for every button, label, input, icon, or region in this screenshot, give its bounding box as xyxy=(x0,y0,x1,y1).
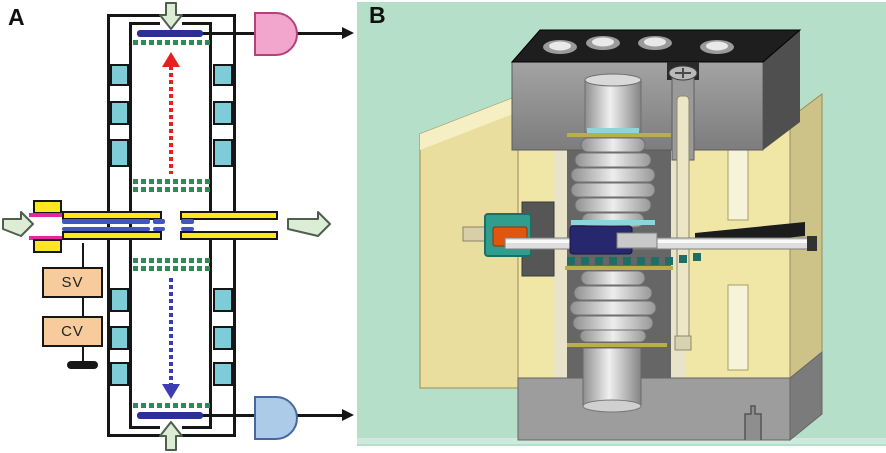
drift-ring xyxy=(110,326,129,350)
drift-ring xyxy=(213,362,233,386)
panel-b-label: B xyxy=(369,2,386,28)
drift-ring xyxy=(213,101,233,125)
outlet-channel-bore xyxy=(180,220,278,231)
sample-in-arrow-icon xyxy=(2,211,34,237)
detector-plate-top xyxy=(137,30,203,37)
right-slot-lower xyxy=(727,284,749,371)
drift-ring xyxy=(213,326,233,350)
outlet-tube-top xyxy=(180,211,278,220)
signal-arrowhead-bottom xyxy=(342,409,354,421)
inlet-block-bottom xyxy=(33,239,62,253)
ground-icon xyxy=(67,361,98,369)
capillary-lower xyxy=(62,227,150,231)
outlet-tube-bottom xyxy=(180,231,278,240)
ion-gate-upper xyxy=(133,179,210,184)
guide-rod xyxy=(674,95,692,351)
panel-a-label: A xyxy=(8,4,25,30)
inlet-block-top xyxy=(33,200,62,214)
cv-label: CV xyxy=(61,323,84,340)
top-mounting-block xyxy=(510,29,802,161)
cutaway-render xyxy=(357,2,886,446)
inlet-seal-bottom xyxy=(29,236,62,240)
voltage-wire xyxy=(82,243,84,364)
drift-gas-in-bottom-arrow-icon xyxy=(159,421,183,451)
panel-b: B xyxy=(355,0,886,453)
detector-plate-bottom xyxy=(137,412,203,419)
drift-ring xyxy=(213,139,233,167)
positive-ion-drift-arrow xyxy=(169,66,173,174)
capillary-tip xyxy=(153,227,165,231)
drift-ring xyxy=(110,139,129,167)
ion-gate-lower xyxy=(133,258,210,263)
ion-gate-upper xyxy=(133,187,210,192)
drift-gas-in-top-arrow-icon xyxy=(159,2,183,30)
drift-ring xyxy=(110,288,129,312)
drift-ring xyxy=(110,362,129,386)
negative-ion-drift-arrow xyxy=(169,278,173,384)
compensation-voltage-box: CV xyxy=(42,316,103,347)
sv-label: SV xyxy=(61,274,84,291)
lower-detector-cylinder xyxy=(582,347,642,413)
base-notch xyxy=(744,405,762,440)
drift-ring xyxy=(110,64,129,86)
negative-ion-arrowhead xyxy=(162,384,180,399)
positive-ion-arrowhead xyxy=(162,52,180,67)
sample-out-arrow-icon xyxy=(287,211,331,237)
panel-a: A xyxy=(0,0,356,453)
upper-detector-cylinder xyxy=(584,73,642,133)
drift-ring xyxy=(213,288,233,312)
transfer-tube xyxy=(504,237,814,250)
ion-gate-lower xyxy=(133,266,210,271)
drift-ring xyxy=(213,64,233,86)
switching-voltage-box: SV xyxy=(42,267,103,298)
signal-arrowhead-top xyxy=(342,27,354,39)
base-block xyxy=(517,350,823,442)
drift-ring xyxy=(110,101,129,125)
bolt-holes xyxy=(543,36,734,54)
lower-ring-stack xyxy=(565,266,673,347)
inlet-seal-top xyxy=(29,213,62,217)
right-slot-upper xyxy=(727,149,749,221)
aperture-grid-bottom xyxy=(133,403,210,408)
aperture-grid-top xyxy=(133,40,210,45)
inlet-tube-bottom xyxy=(62,231,162,240)
inlet-axis-assembly xyxy=(462,201,817,277)
capillary-upper xyxy=(62,219,150,224)
amplifier-negative-icon xyxy=(254,396,298,440)
inlet-nut xyxy=(462,226,488,242)
gate-electrode-dashes xyxy=(567,253,701,265)
capillary-tip xyxy=(153,219,165,224)
capillary-tip xyxy=(181,219,194,224)
upper-ring-stack xyxy=(567,133,671,228)
capillary-tip xyxy=(181,227,194,231)
amplifier-positive-icon xyxy=(254,12,298,56)
